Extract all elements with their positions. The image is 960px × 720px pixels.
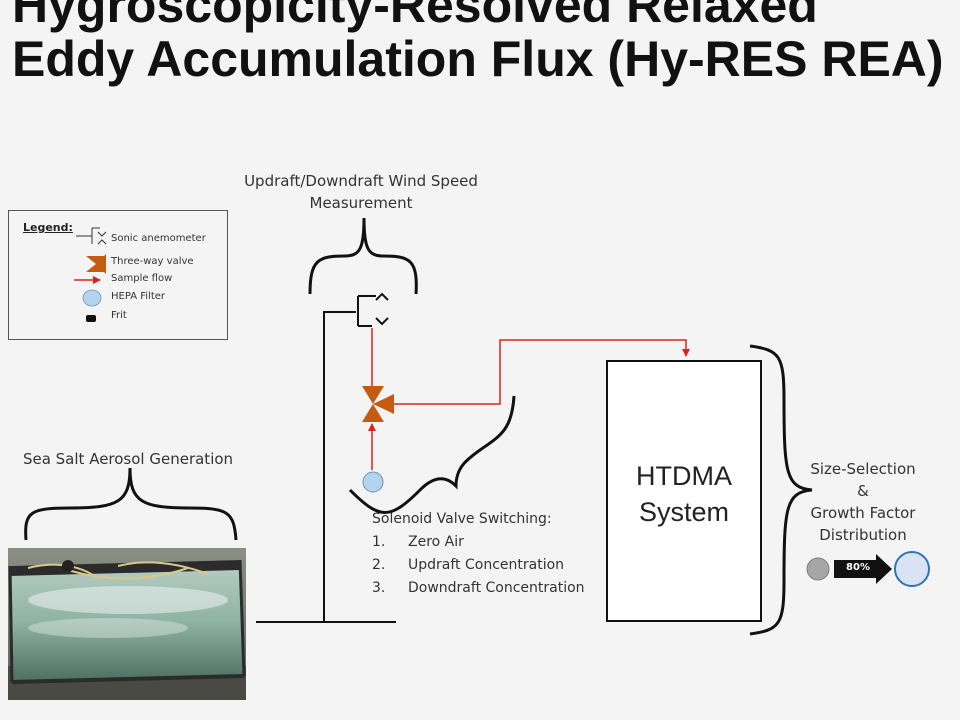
legend-box: Legend: Sonic anemometer Three-way valve… [8, 210, 228, 340]
solenoid-step-3: 3.Downdraft Concentration [372, 580, 585, 596]
page-title: Hygroscopicity-Resolved Relaxed Eddy Acc… [12, 0, 944, 87]
sea-salt-label: Sea Salt Aerosol Generation [22, 450, 234, 468]
legend-item-sonic: Sonic anemometer [111, 233, 206, 244]
sonic-anemometer-icon [357, 292, 389, 327]
legend-sonic-icon [76, 227, 107, 245]
dry-particle-circle [806, 557, 830, 581]
size-selection-label: Size-Selection & Growth Factor Distribut… [810, 460, 916, 544]
legend-hepa-icon [82, 289, 102, 307]
legend-item-valve: Three-way valve [111, 256, 194, 267]
legend-item-flow: Sample flow [111, 273, 173, 284]
wind-measurement-label: Updraft/Downdraft Wind Speed Measurement [244, 172, 478, 212]
legend-item-hepa: HEPA Filter [111, 291, 166, 302]
flow-arrow-valve-to-htdma [392, 339, 690, 405]
legend-title: Legend: [23, 221, 73, 234]
sample-line-vertical [323, 311, 356, 622]
growth-arrow-icon [834, 554, 892, 584]
growth-rh-label: 80% [846, 562, 870, 573]
legend-frit-icon [86, 315, 96, 322]
three-way-valve-icon [362, 386, 394, 422]
htdma-system-box: HTDMA System [606, 360, 762, 622]
solenoid-step-1: 1.Zero Air [372, 534, 464, 550]
solenoid-brace [348, 395, 516, 514]
htdma-label-line2: System [638, 497, 730, 527]
solenoid-title: Solenoid Valve Switching: [372, 511, 552, 527]
legend-item-frit: Frit [111, 310, 127, 321]
solenoid-step-2: 2.Updraft Concentration [372, 557, 565, 573]
tank-brace [24, 467, 238, 541]
hepa-filter-icon [362, 471, 384, 493]
htdma-brace [749, 344, 813, 636]
sea-salt-tank-photo [8, 548, 246, 700]
legend-valve-icon [86, 254, 106, 274]
solenoid-switching-text: Solenoid Valve Switching: 1.Zero Air 2.U… [372, 508, 585, 600]
htdma-label-line1: HTDMA [636, 461, 732, 491]
wind-brace [308, 217, 418, 295]
humidified-particle-circle [894, 551, 930, 587]
